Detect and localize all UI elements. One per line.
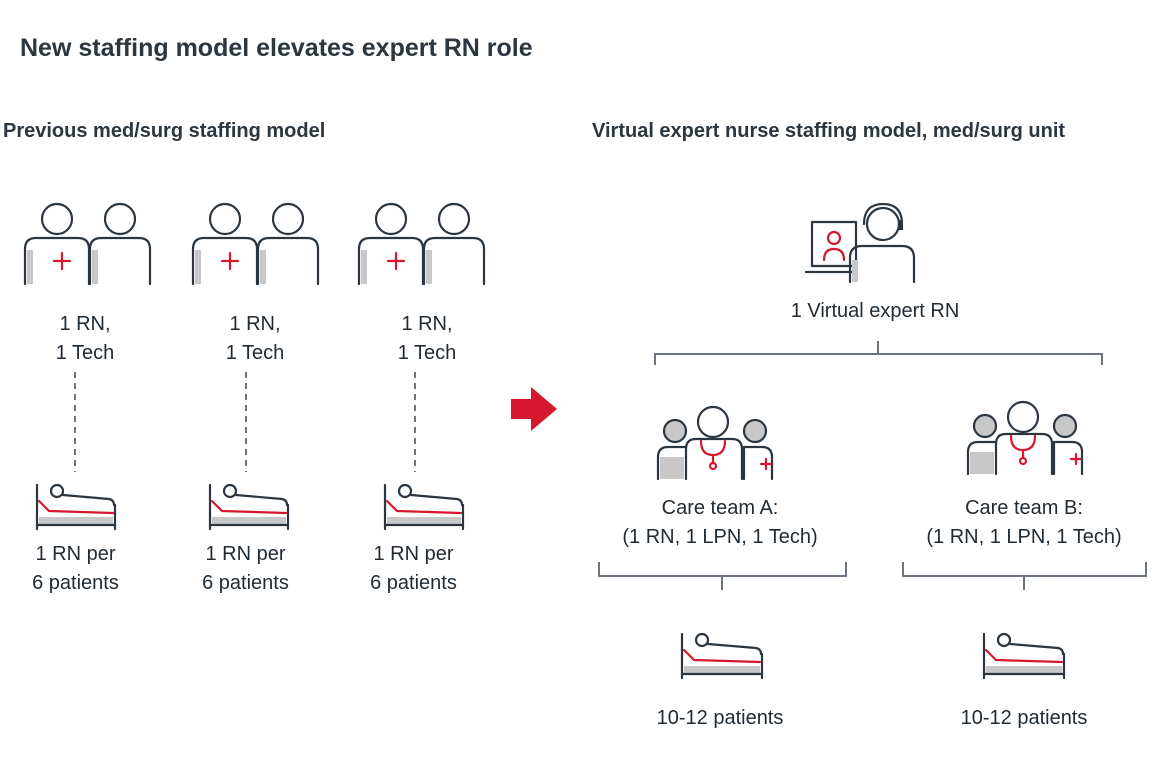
nurse-icon [23, 202, 91, 286]
care-team-icon [656, 405, 774, 481]
nurse-tech-pair-icon [357, 202, 486, 286]
patient-bed-icon [680, 632, 764, 680]
patient-bed-icon [208, 483, 290, 531]
previous-model-heading: Previous med/surg staffing model [3, 120, 326, 142]
unit2-staff-label: 1 RN,1 Tech [225, 313, 285, 364]
nurse-tech-pair-icon [23, 202, 152, 286]
team-a-patients-label: 10-12 patients [656, 707, 784, 729]
team-bracket [654, 341, 1103, 365]
tech-icon [256, 202, 320, 286]
unit1-staff-label: 1 RN,1 Tech [55, 313, 115, 364]
team-b-patients-label: 10-12 patients [960, 707, 1088, 729]
tech-icon [422, 202, 486, 286]
page-title: New staffing model elevates expert RN ro… [20, 34, 533, 62]
tech-icon [88, 202, 152, 286]
patient-bed-icon [982, 632, 1066, 680]
dashed-connector [245, 372, 247, 472]
unit3-staff-label: 1 RN,1 Tech [397, 313, 457, 364]
virtual-model-heading: Virtual expert nurse staffing model, med… [592, 120, 1066, 142]
patient-bed-icon [35, 483, 117, 531]
virtual-expert-label: 1 Virtual expert RN [790, 300, 960, 322]
nurse-tech-pair-icon [191, 202, 320, 286]
patient-bed-icon [383, 483, 465, 531]
team-a-bracket [598, 562, 847, 590]
nurse-icon [191, 202, 259, 286]
dashed-connector [74, 372, 76, 472]
dashed-connector [414, 372, 416, 472]
nurse-icon [357, 202, 425, 286]
care-team-b-label: Care team B:(1 RN, 1 LPN, 1 Tech) [926, 497, 1122, 548]
care-team-a-label: Care team A:(1 RN, 1 LPN, 1 Tech) [622, 497, 818, 548]
arrow-right-icon [511, 387, 557, 431]
team-b-bracket [902, 562, 1147, 590]
care-team-icon [966, 400, 1084, 476]
virtual-nurse-icon [804, 202, 916, 284]
